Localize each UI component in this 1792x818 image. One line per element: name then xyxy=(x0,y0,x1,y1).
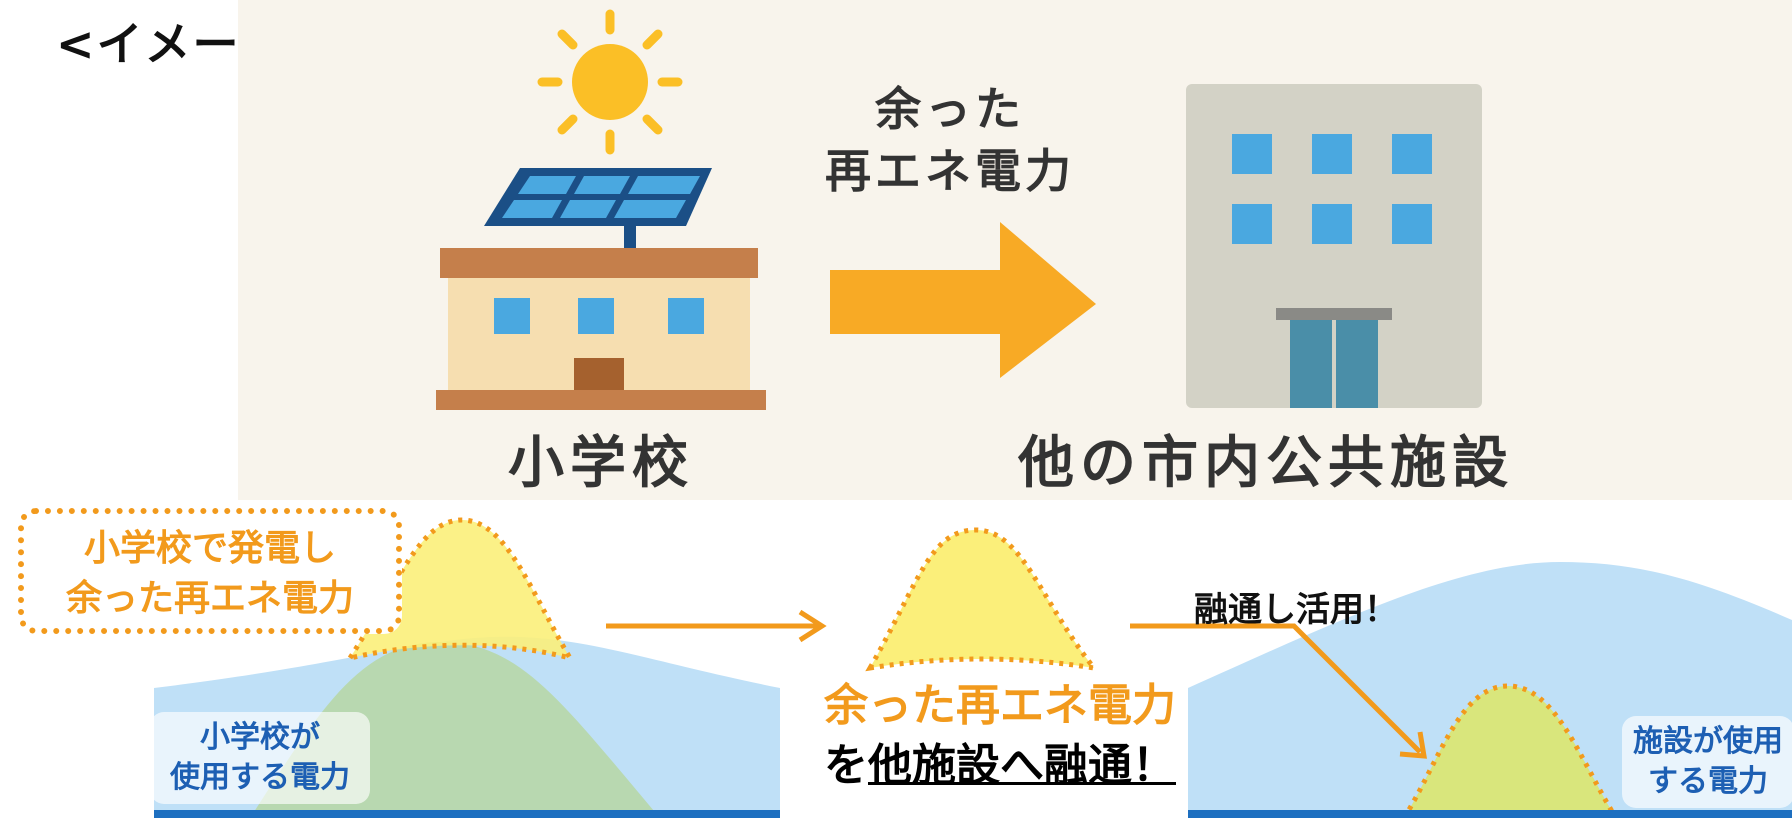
arrow-caption-line2: 再エネ電力 xyxy=(825,144,1075,198)
transfer-arrow-icon xyxy=(830,222,1096,378)
arrow-caption-line1: 余った xyxy=(875,82,1025,136)
flow-arrow-icon xyxy=(606,609,827,643)
generated-box-line2: 余った再エネ電力 xyxy=(65,578,354,619)
generated-surplus-box: 小学校で発電し 余った再エネ電力 xyxy=(18,508,402,634)
school-usage-line2: 使用する電力 xyxy=(170,760,350,795)
top-illustration xyxy=(436,9,1482,410)
school-surplus-bump xyxy=(344,517,576,662)
school-usage-chip: 小学校が 使用する電力 xyxy=(150,712,370,804)
diagonal-arrow-icon xyxy=(1130,623,1427,759)
sun-icon xyxy=(537,9,683,155)
school-building-icon xyxy=(436,248,766,410)
center-line2-prefix: を xyxy=(824,740,868,791)
arrow-caption: 余った 再エネ電力 xyxy=(800,78,1100,202)
center-line1: 余った再エネ電力 xyxy=(824,680,1176,731)
facility-usage-line2: する電力 xyxy=(1648,764,1768,799)
generated-box-line1: 小学校で発電し xyxy=(83,528,336,569)
school-usage-line1: 小学校が xyxy=(200,720,320,755)
kyoyu-label: 融通し活用！ xyxy=(1194,590,1398,630)
public-facility-icon xyxy=(1186,84,1482,408)
facility-label: 他の市内公共施設 xyxy=(1018,431,1514,496)
transferred-surplus-bump xyxy=(865,527,1100,672)
facility-usage-line1: 施設が使用 xyxy=(1633,724,1783,759)
center-line2: を他施設へ融通！ xyxy=(790,736,1210,796)
center-line2-underlined: 他施設へ融通！ xyxy=(868,740,1176,791)
facility-usage-chip: 施設が使用 する電力 xyxy=(1622,716,1792,808)
solar-panel-icon xyxy=(484,168,712,248)
school-label: 小学校 xyxy=(508,431,694,496)
center-caption: 余った再エネ電力 を他施設へ融通！ xyxy=(790,676,1210,796)
